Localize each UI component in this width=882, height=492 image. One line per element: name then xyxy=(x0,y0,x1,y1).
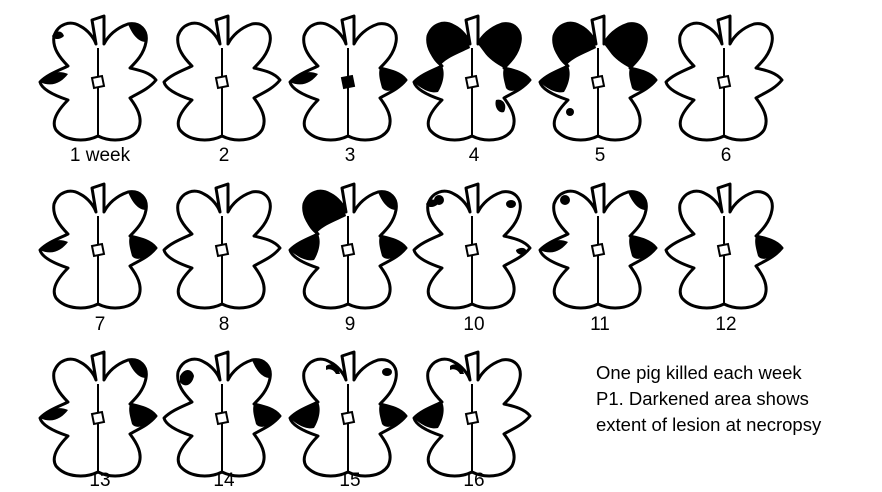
lung-label: 8 xyxy=(219,314,230,335)
lung-label: 15 xyxy=(339,470,360,491)
legend-line-1: One pig killed each week xyxy=(596,360,880,386)
lesion-area xyxy=(253,404,280,427)
lung-diagram-12 xyxy=(666,184,782,308)
lesion-area xyxy=(560,195,570,205)
lung-diagram-5 xyxy=(540,16,656,140)
figure-legend: One pig killed each week P1. Darkened ar… xyxy=(596,360,880,438)
lung-outline xyxy=(164,184,280,308)
lung-diagram-7 xyxy=(40,184,156,308)
lung-label: 7 xyxy=(95,314,106,335)
lung-label: 12 xyxy=(715,314,736,335)
lung-label: 3 xyxy=(345,145,356,166)
lung-diagram-4 xyxy=(414,16,530,140)
lung-label: 11 xyxy=(590,314,610,335)
lung-diagram-1 xyxy=(40,16,156,140)
lesion-area xyxy=(629,236,656,259)
lung-diagram-6 xyxy=(666,16,782,140)
lesion-area xyxy=(503,68,530,91)
lung-label: 9 xyxy=(345,314,356,335)
lesion-area xyxy=(379,404,406,427)
lung-outline xyxy=(666,16,782,140)
lesion-area xyxy=(379,236,406,259)
lesion-area xyxy=(506,200,516,208)
lung-diagram-3 xyxy=(290,16,406,140)
lung-diagram-15 xyxy=(290,352,406,476)
legend-line-3: extent of lesion at necropsy xyxy=(596,412,880,438)
lesion-area xyxy=(379,68,406,91)
lung-outline xyxy=(164,16,280,140)
lung-label: 14 xyxy=(213,470,235,491)
lung-diagram-13 xyxy=(40,352,156,476)
lesion-area xyxy=(342,76,354,88)
lung-diagram-11 xyxy=(540,184,656,308)
lung-diagram-14 xyxy=(164,352,280,476)
lung-diagram-8 xyxy=(164,184,280,308)
lesion-area xyxy=(755,236,782,259)
lesion-area xyxy=(382,368,392,376)
legend-line-2: P1. Darkened area shows xyxy=(596,386,880,412)
lung-diagram-2 xyxy=(164,16,280,140)
lung-label: 5 xyxy=(595,145,606,166)
lung-label: 6 xyxy=(721,145,732,166)
lung-label: 13 xyxy=(89,470,110,491)
lung-label: 16 xyxy=(463,470,484,491)
lung-label: 4 xyxy=(469,145,480,166)
lesion-area xyxy=(129,236,156,259)
lesion-area xyxy=(629,68,656,91)
lung-diagram-9 xyxy=(290,184,406,308)
lung-label: 10 xyxy=(463,314,484,335)
lung-label: 1 week xyxy=(70,145,131,166)
lesion-area xyxy=(566,108,574,116)
lung-diagram-16 xyxy=(414,352,530,476)
lesion-area xyxy=(129,404,156,427)
lung-label: 2 xyxy=(219,145,230,166)
lung-diagram-10 xyxy=(414,184,530,308)
